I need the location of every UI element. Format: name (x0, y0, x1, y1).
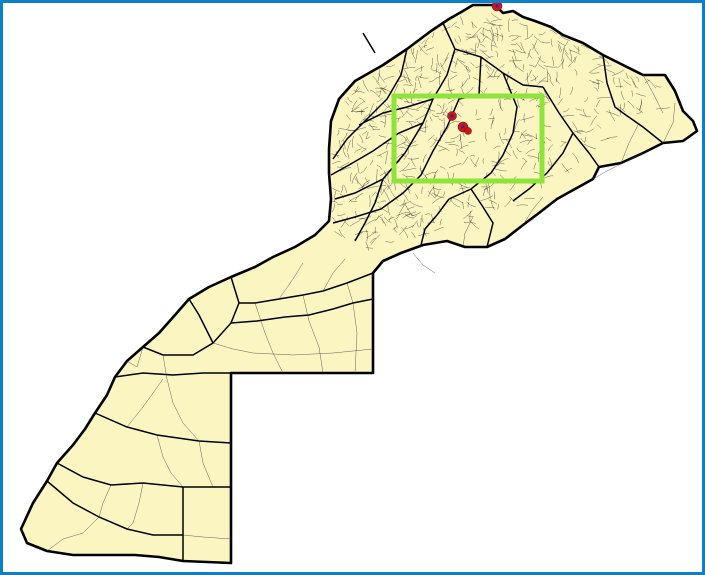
country-outline (19, 3, 699, 565)
marker-north[interactable] (491, 3, 503, 12)
map-svg[interactable] (3, 3, 702, 572)
commune-boundaries-south (46, 74, 676, 552)
marker-west[interactable] (447, 111, 457, 121)
highlight-box (391, 93, 545, 184)
marker-east[interactable] (457, 121, 472, 135)
